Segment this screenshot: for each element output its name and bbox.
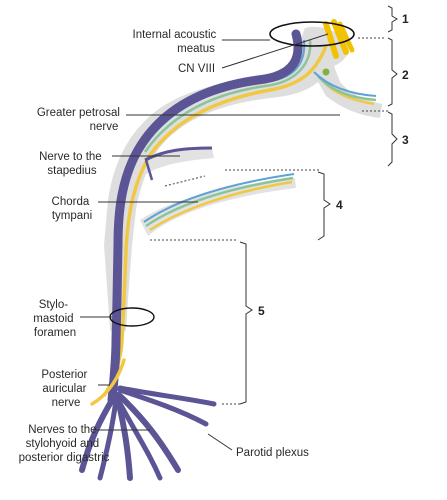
segment-number-1: 1 bbox=[402, 12, 409, 26]
internal-acoustic-meatus-ring bbox=[269, 21, 355, 47]
dotted-lines bbox=[150, 37, 388, 405]
segment-number-2: 2 bbox=[402, 68, 409, 82]
label-chorda-tympani: Chorda tympani bbox=[52, 196, 93, 222]
posterior-auricular-fiber bbox=[90, 358, 126, 406]
label-stylomastoid-foramen: Stylo- mastoid foramen bbox=[33, 299, 76, 339]
facial-nerve-trunk bbox=[79, 29, 303, 481]
geniculate-ganglion bbox=[322, 68, 330, 76]
label-internal-acoustic-meatus: Internal acoustic meatus bbox=[133, 29, 220, 55]
label-nerves-to-stylohyoid: Nerves to the stylohyoid and posterior d… bbox=[19, 424, 110, 464]
label-cn-viii: CN VIII bbox=[178, 63, 215, 75]
segment-number-3: 3 bbox=[402, 133, 409, 147]
segment-number-5: 5 bbox=[258, 304, 265, 318]
label-posterior-auricular-nerve: Posterior auricular nerve bbox=[41, 369, 90, 409]
label-nerve-to-stapedius: Nerve to the stapedius bbox=[39, 151, 105, 177]
label-greater-petrosal-nerve: Greater petrosal nerve bbox=[37, 107, 123, 133]
label-parotid-plexus: Parotid plexus bbox=[236, 447, 309, 459]
segment-number-4: 4 bbox=[336, 198, 343, 212]
cn-viii bbox=[323, 19, 355, 59]
segment-braces bbox=[239, 5, 398, 405]
leader-lines bbox=[80, 33, 340, 451]
